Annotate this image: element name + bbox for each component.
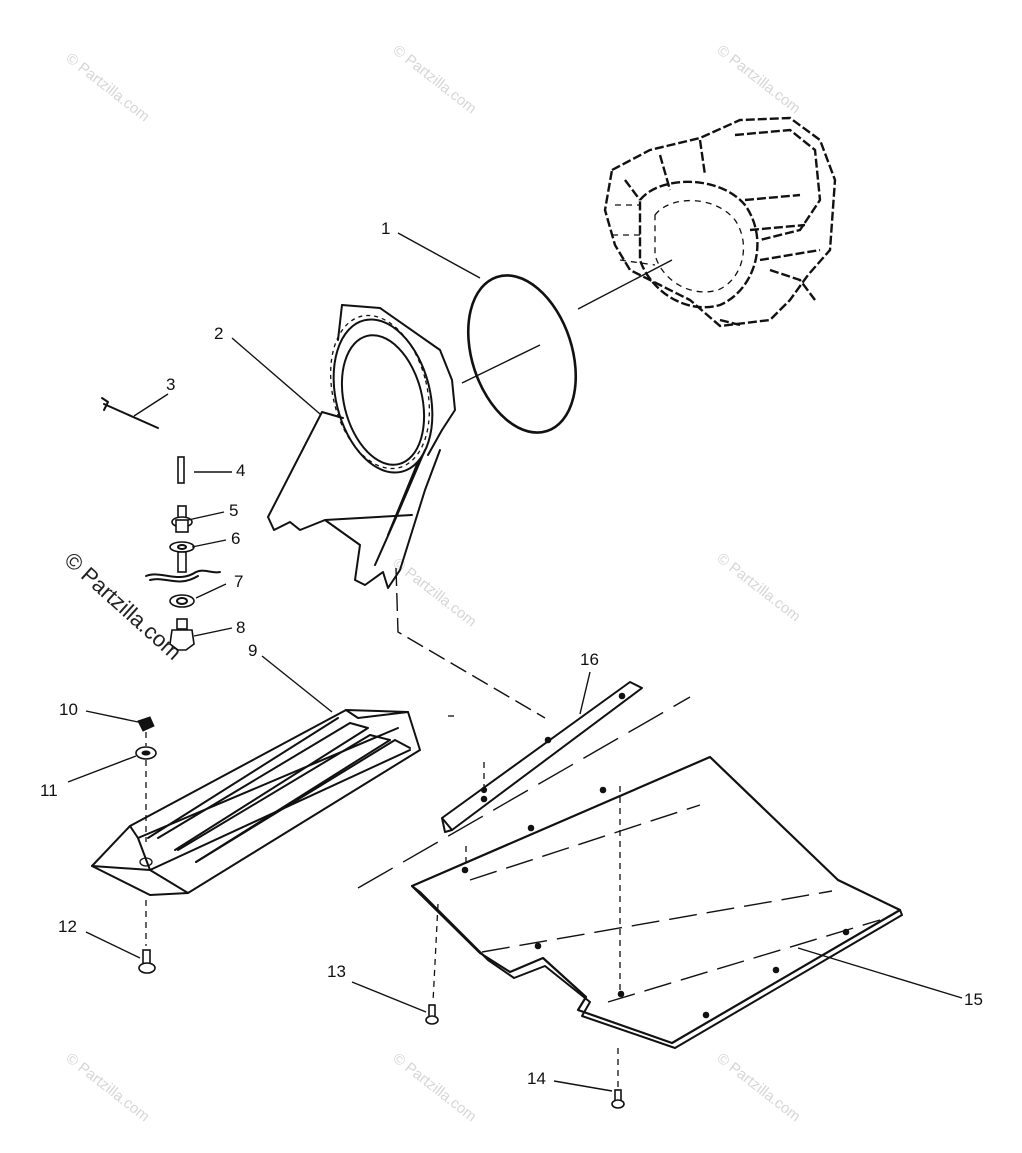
callout-3: 3	[166, 375, 175, 394]
callout-10: 10	[59, 700, 78, 719]
o-ring	[466, 274, 578, 434]
callout-13: 13	[327, 962, 346, 981]
callout-9: 9	[248, 641, 257, 660]
watermark: © Partzilla.com	[390, 1050, 480, 1126]
mounting-strip	[441, 681, 643, 833]
pin	[177, 456, 185, 484]
watermark-layer: © Partzilla.com © Partzilla.com © Partzi…	[60, 42, 804, 1126]
leader-lines	[67, 232, 963, 1092]
callout-12: 12	[58, 917, 77, 936]
ride-plate	[91, 709, 421, 896]
watermark: © Partzilla.com	[390, 42, 480, 118]
watermark: © Partzilla.com	[63, 1050, 153, 1126]
fitting-assembly	[145, 505, 221, 651]
screws	[425, 1004, 625, 1109]
pump-housing-reference	[603, 116, 837, 328]
callout-4: 4	[236, 461, 245, 480]
callout-1: 1	[381, 219, 390, 238]
callout-2: 2	[214, 324, 223, 343]
alignment-line	[432, 903, 439, 1003]
callout-11: 11	[40, 781, 58, 800]
watermark: © Partzilla.com	[714, 42, 804, 118]
callout-15: 15	[964, 990, 983, 1009]
alignment-line	[357, 696, 691, 889]
callout-labels: 1 2 3 4 5 6 7 8 9 10 11 12 13 14 15 16	[40, 219, 983, 1088]
watermark: © Partzilla.com	[63, 50, 153, 126]
watermark-prominent: © Partzilla.com	[60, 547, 187, 665]
skid-hardware	[135, 716, 157, 974]
bottom-plate	[410, 755, 903, 1049]
callout-5: 5	[229, 501, 238, 520]
center-axis-line	[461, 344, 541, 384]
alignment-line	[395, 567, 546, 719]
callout-6: 6	[231, 529, 240, 548]
rod	[101, 397, 159, 429]
center-axis-line	[577, 259, 673, 310]
watermark: © Partzilla.com	[714, 1050, 804, 1126]
callout-7: 7	[234, 572, 243, 591]
callout-14: 14	[527, 1069, 546, 1088]
watermark: © Partzilla.com	[714, 550, 804, 626]
watermark: © Partzilla.com	[390, 555, 480, 631]
callout-8: 8	[236, 618, 245, 637]
callout-16: 16	[580, 650, 599, 669]
intake-adapter	[267, 304, 456, 589]
